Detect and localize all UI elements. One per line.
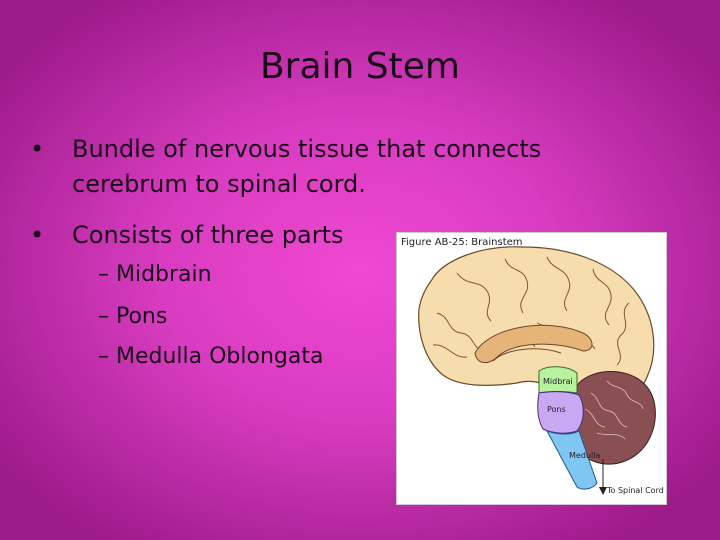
medulla-shape	[545, 430, 598, 490]
figure-title: Figure AB-25: Brainstem	[401, 237, 523, 248]
pons-shape	[537, 391, 584, 434]
slide-title: Brain Stem	[259, 46, 460, 87]
arrow-down-icon	[599, 487, 607, 495]
bullet-text: Consists of three parts	[72, 221, 344, 249]
label-midbrain: Midbrai	[543, 377, 573, 386]
brain-diagram	[418, 246, 656, 495]
bullet-marker: •	[30, 135, 45, 163]
bullet-text: Bundle of nervous tissue that connects c…	[72, 135, 542, 198]
bullet-marker: •	[30, 221, 45, 249]
gyri-lines	[432, 256, 630, 366]
brainstem-figure: Figure AB-25: Brainstem Midbrai Pons Med…	[396, 232, 667, 505]
corpus-callosum-shape	[474, 324, 593, 363]
sub-bullet-midbrain: – Midbrain	[98, 262, 212, 287]
sub-bullet-medulla: – Medulla Oblongata	[98, 344, 324, 369]
cerebellum-folia	[584, 380, 644, 440]
label-spinal-cord: To Spinal Cord	[607, 486, 664, 495]
label-medulla: Medulla	[569, 451, 601, 460]
sub-bullet-pons: – Pons	[98, 304, 168, 329]
label-pons: Pons	[547, 405, 566, 414]
